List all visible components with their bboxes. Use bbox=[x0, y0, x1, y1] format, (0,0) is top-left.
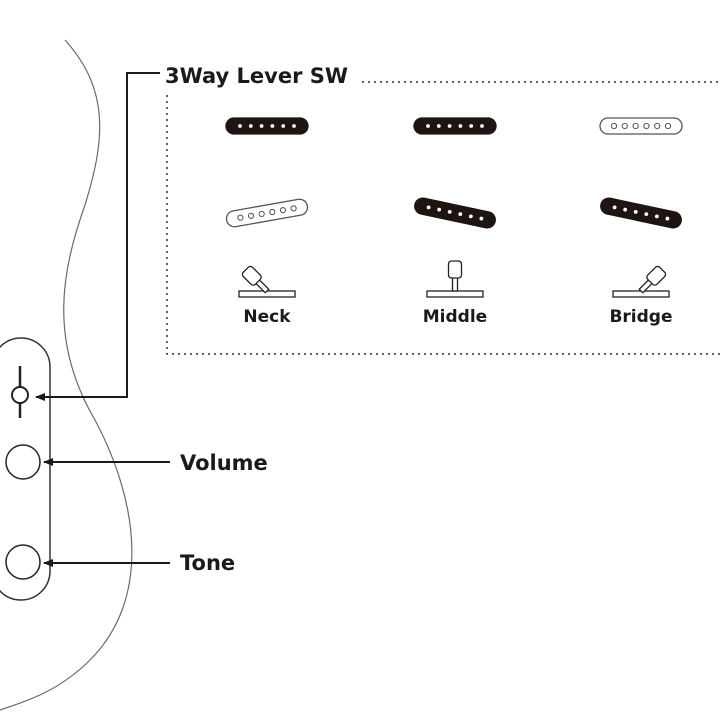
pole-piece bbox=[665, 216, 670, 221]
pole-piece bbox=[237, 214, 244, 221]
pole-piece bbox=[664, 122, 672, 130]
pole-piece bbox=[458, 124, 463, 128]
pole-piece bbox=[426, 205, 431, 210]
pole-piece bbox=[480, 124, 484, 128]
pole-piece bbox=[281, 124, 286, 128]
lever-position-neck bbox=[238, 265, 296, 298]
pole-piece bbox=[479, 216, 484, 221]
lever-switch[interactable] bbox=[11, 366, 29, 418]
neck-pickup-bridge bbox=[599, 117, 683, 135]
lever-position-middle bbox=[426, 260, 484, 298]
pole-piece bbox=[632, 122, 639, 130]
pole-piece bbox=[469, 124, 474, 128]
bridge-pickup-middle bbox=[414, 197, 496, 229]
pole-piece bbox=[468, 214, 473, 219]
pole-piece bbox=[458, 212, 463, 217]
pole-piece bbox=[292, 124, 296, 128]
position-label-neck: Neck bbox=[243, 307, 291, 327]
pole-piece bbox=[447, 209, 452, 214]
volume-label: Volume bbox=[180, 451, 268, 475]
bridge-pickup-bridge bbox=[600, 197, 682, 229]
guitar-body-outline bbox=[0, 39, 133, 711]
volume-knob[interactable] bbox=[5, 444, 41, 480]
position-label-bridge: Bridge bbox=[609, 307, 672, 327]
lever-position-bridge bbox=[612, 265, 670, 298]
neck-pickup-middle bbox=[413, 117, 497, 135]
pole-piece bbox=[623, 207, 628, 212]
tone-knob[interactable] bbox=[5, 544, 41, 580]
pole-piece bbox=[247, 212, 255, 219]
pole-piece bbox=[644, 212, 649, 217]
pole-piece bbox=[610, 122, 618, 130]
position-label-middle: Middle bbox=[423, 307, 487, 327]
pole-piece bbox=[633, 209, 638, 214]
pole-piece bbox=[248, 124, 253, 128]
switch-leader-line bbox=[35, 72, 160, 401]
pole-piece bbox=[426, 124, 430, 128]
pole-piece bbox=[447, 124, 452, 128]
pole-piece bbox=[654, 122, 661, 130]
switch-positions: Neck Middle Bridge bbox=[225, 117, 683, 327]
pole-piece bbox=[612, 205, 617, 210]
pole-piece bbox=[269, 208, 276, 216]
switch-positions-frame-lower bbox=[166, 95, 720, 355]
pole-piece bbox=[643, 122, 650, 130]
pole-piece bbox=[259, 124, 264, 128]
pole-piece bbox=[270, 124, 275, 128]
pole-piece bbox=[290, 205, 297, 212]
pole-piece bbox=[436, 124, 441, 128]
pole-piece bbox=[654, 214, 659, 219]
pole-piece bbox=[258, 210, 265, 218]
switch-title: 3Way Lever SW bbox=[165, 64, 348, 88]
tone-label: Tone bbox=[180, 551, 235, 575]
pole-piece bbox=[279, 207, 287, 214]
pole-piece bbox=[621, 122, 628, 130]
pole-piece bbox=[437, 207, 442, 212]
neck-pickup-neck bbox=[225, 117, 309, 135]
pole-piece bbox=[238, 124, 242, 128]
bridge-pickup-neck bbox=[225, 198, 309, 228]
